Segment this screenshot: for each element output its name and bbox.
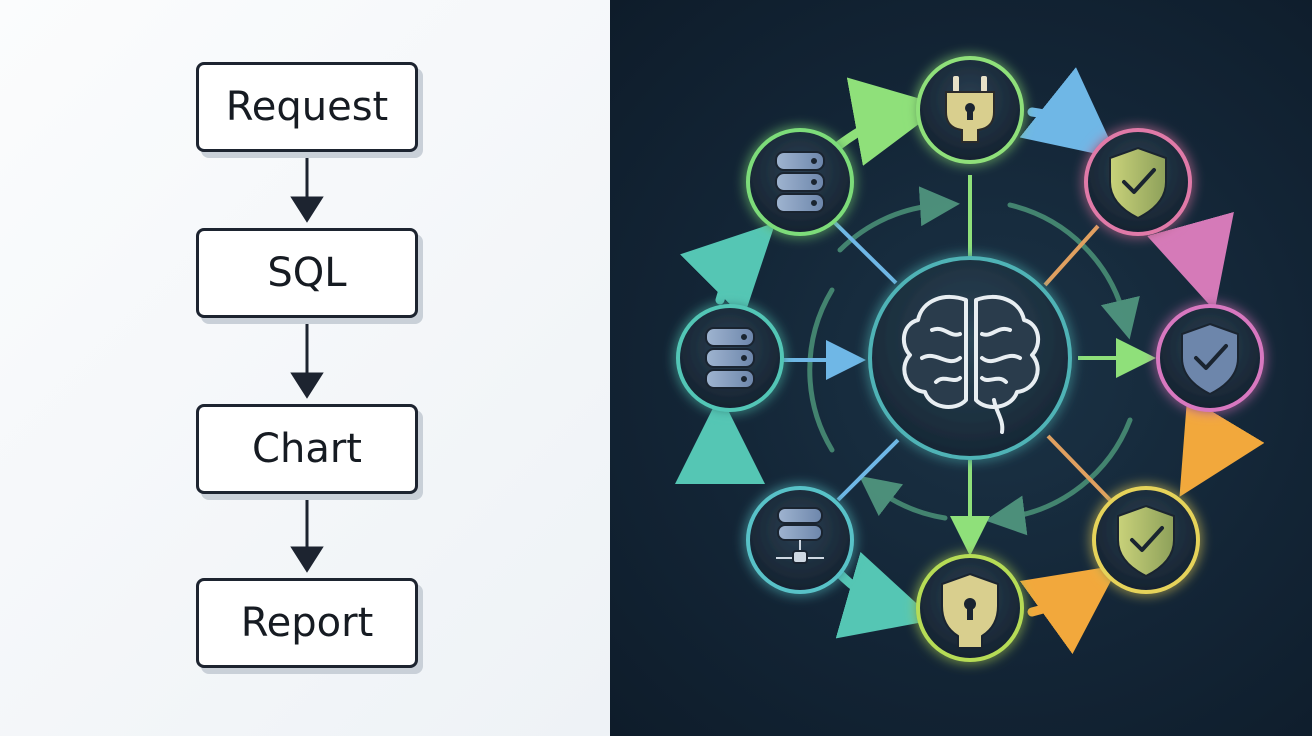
shield-check-icon [1117, 504, 1175, 578]
outer-arrow-lockshield-shield3 [1019, 564, 1120, 655]
shield-node-2 [1156, 304, 1264, 412]
flow-arrows [290, 153, 324, 573]
spokes [782, 175, 1156, 556]
outer-arrow-db2-db1 [679, 222, 776, 319]
outer-arrow-db3-db2 [675, 394, 766, 485]
shield-check-icon [1181, 322, 1239, 396]
inner-arc-3 [985, 417, 1133, 536]
inner-arc-4 [859, 475, 948, 521]
agent-network-panel [610, 0, 1312, 736]
agent-network-diagram [675, 56, 1265, 662]
spoke-db-3 [836, 438, 900, 502]
database-node-1 [746, 128, 854, 236]
outer-arrow-db1-plug [833, 77, 944, 166]
flow-arrowhead-2 [290, 372, 324, 399]
shield-keyhole-node [916, 554, 1024, 662]
outer-arrow-plug-shield1 [1019, 67, 1119, 159]
flow-step-report: Report [196, 578, 418, 668]
flow-step-sql: SQL [196, 228, 418, 318]
spoke-shield-1 [1043, 224, 1100, 287]
plug-icon [945, 76, 995, 143]
inner-arc-1 [837, 186, 960, 253]
database-node-3 [746, 486, 854, 594]
outer-ring-arrows [675, 67, 1265, 655]
outer-arrow-db3-lockshield [833, 551, 935, 639]
shield-node-1 [1084, 128, 1192, 236]
spoke-db-1 [830, 218, 898, 285]
inner-arc-2 [1007, 202, 1140, 340]
shield-check-icon [1109, 146, 1167, 220]
sequential-flow-panel: Request SQL Chart Report [0, 0, 610, 736]
shield-node-3 [1092, 486, 1200, 594]
database-icon [705, 327, 755, 389]
database-icon [775, 151, 825, 213]
brain-icon [901, 294, 1041, 434]
brain-node [868, 256, 1072, 460]
flow-step-chart: Chart [196, 404, 418, 494]
database-node-2 [676, 304, 784, 412]
flow-arrowhead-1 [290, 196, 324, 223]
outer-arrow-shield2-shield3 [1179, 396, 1265, 497]
flow-step-request: Request [196, 62, 418, 152]
inner-arc-5 [807, 287, 835, 453]
database-network-icon [776, 507, 824, 564]
plug-node [916, 56, 1024, 164]
inner-cycle-arcs [807, 186, 1140, 536]
shield-keyhole-icon [941, 572, 999, 649]
outer-arrow-shield1-shield2 [1147, 211, 1234, 311]
spoke-shield-3 [1046, 434, 1112, 502]
flow-arrowhead-3 [290, 546, 324, 573]
